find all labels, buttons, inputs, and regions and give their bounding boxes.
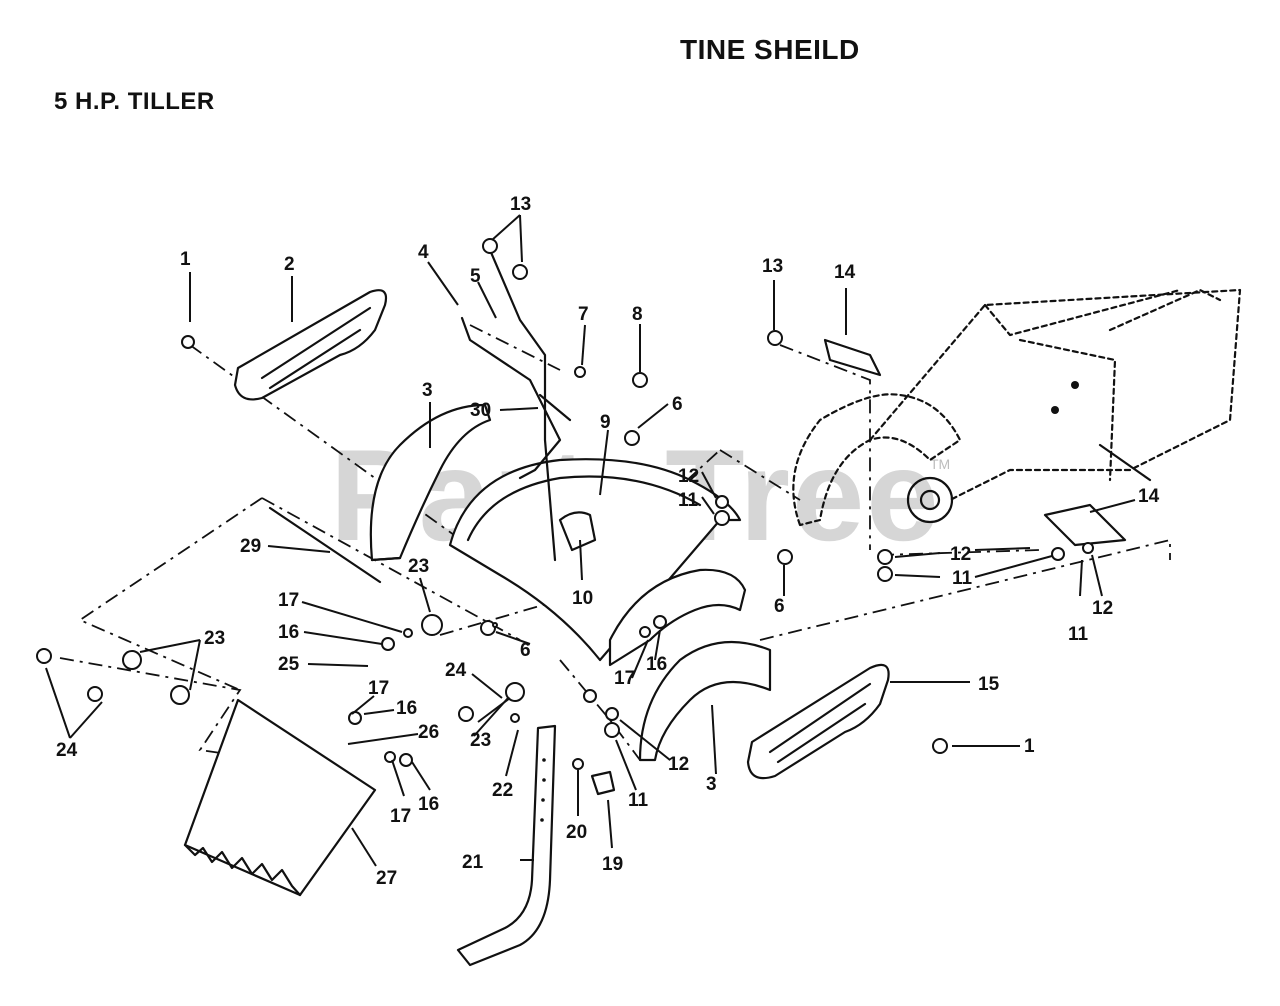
hinge-rod [268, 506, 382, 584]
callout-8: 8 [632, 304, 643, 325]
callout-23-b: 23 [470, 730, 491, 751]
callout-27: 27 [376, 868, 397, 889]
callout-23-c: 23 [204, 628, 225, 649]
callout-11: 11 [678, 490, 699, 511]
callout-19: 19 [602, 854, 623, 875]
callout-2: 2 [284, 254, 295, 275]
left-side-shield [233, 289, 388, 401]
callout-30: 30 [470, 400, 491, 421]
model-label: 5 H.P. TILLER [54, 88, 215, 115]
part-callouts: 1 2 3 4 5 13 7 8 30 6 9 12 11 10 13 14 2… [56, 194, 1160, 889]
callout-12: 12 [678, 466, 699, 487]
callout-23: 23 [408, 556, 429, 577]
hardware [36, 238, 1094, 796]
callout-17-b: 17 [368, 678, 389, 699]
callout-6-c: 6 [774, 596, 785, 617]
callout-14-b: 14 [1138, 486, 1160, 507]
leader-lines [45, 214, 1136, 867]
callout-3-b: 3 [706, 774, 717, 795]
tine-flap [183, 698, 377, 897]
callout-12-d: 12 [1092, 598, 1113, 619]
mount-bracket-upper [823, 338, 882, 377]
callout-13: 13 [510, 194, 531, 215]
callout-11-c: 11 [952, 568, 973, 589]
callout-16: 16 [278, 622, 299, 643]
callout-15: 15 [978, 674, 1000, 695]
callout-14: 14 [834, 262, 856, 283]
callout-12-c: 12 [950, 544, 971, 565]
callout-17-c: 17 [390, 806, 411, 827]
linkage-rods [460, 248, 572, 562]
callout-17-d: 17 [614, 668, 635, 689]
callout-16-b: 16 [396, 698, 417, 719]
callout-10: 10 [572, 588, 593, 609]
callout-25: 25 [278, 654, 300, 675]
watermark-trademark: TM [930, 456, 951, 472]
engine-frame-assembly [792, 288, 1242, 527]
callout-1: 1 [180, 249, 191, 270]
callout-16-d: 16 [646, 654, 667, 675]
callout-7: 7 [578, 304, 589, 325]
callout-6-b: 6 [520, 640, 531, 661]
callout-21: 21 [462, 852, 484, 873]
callout-12-b: 12 [668, 754, 689, 775]
callout-11-b: 11 [628, 790, 649, 811]
callout-17: 17 [278, 590, 299, 611]
callout-6: 6 [672, 394, 683, 415]
callout-24: 24 [445, 660, 467, 681]
callout-9: 9 [600, 412, 611, 433]
callout-20: 20 [566, 822, 587, 843]
callout-16-c: 16 [418, 794, 439, 815]
callout-13-b: 13 [762, 256, 783, 277]
callout-11-d: 11 [1068, 624, 1089, 645]
right-tine-fender [608, 568, 772, 762]
callout-22: 22 [492, 780, 513, 801]
callout-26: 26 [418, 722, 439, 743]
diagram-title: TINE SHEILD [680, 34, 860, 65]
left-tine-fender [369, 403, 492, 562]
main-tine-shield [448, 458, 742, 662]
depth-stake [456, 724, 557, 967]
callout-3: 3 [422, 380, 433, 401]
right-side-shield [746, 663, 890, 780]
callout-5: 5 [470, 266, 481, 287]
callout-4: 4 [418, 242, 429, 263]
mount-bracket-lower [1043, 503, 1127, 547]
callout-1-b: 1 [1024, 736, 1035, 757]
callout-24-b: 24 [56, 740, 78, 761]
callout-29: 29 [240, 536, 261, 557]
